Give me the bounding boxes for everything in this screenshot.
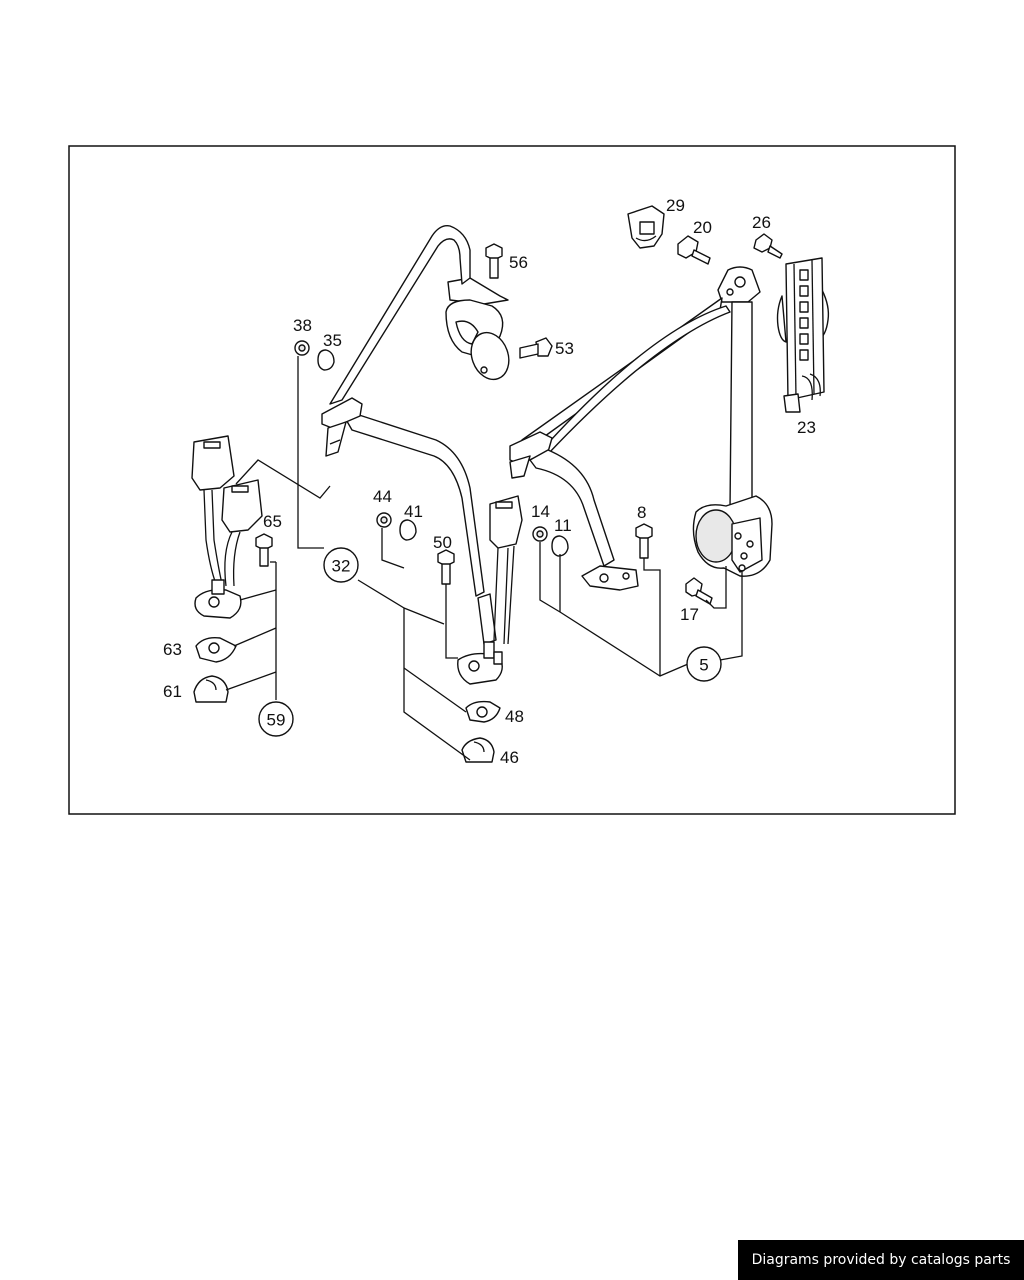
part-label: 14 [531, 502, 550, 521]
part-label: 50 [433, 533, 452, 552]
part-label: 44 [373, 487, 392, 506]
part-label: 23 [797, 418, 816, 437]
part-label: 46 [500, 748, 519, 767]
group-callout-5: 5 [686, 646, 722, 682]
part-label: 61 [163, 682, 182, 701]
group-callout-32: 32 [323, 547, 359, 583]
part-label: 41 [404, 502, 423, 521]
part-label: 53 [555, 339, 574, 358]
part-label: 11 [554, 516, 572, 535]
part-label: 20 [693, 218, 712, 237]
part-label: 35 [323, 331, 342, 350]
part-label: 17 [680, 605, 699, 624]
group-callout-59: 59 [258, 701, 294, 737]
group-label: 59 [267, 711, 286, 730]
group-label: 32 [332, 557, 351, 576]
part-label: 48 [505, 707, 524, 726]
part-label: 65 [263, 512, 282, 531]
diagram-frame [68, 145, 956, 815]
group-label: 5 [699, 656, 708, 675]
right-belt-assembly [509, 266, 773, 591]
attribution-footer: Diagrams provided by catalogs parts [738, 1240, 1024, 1280]
leader-lines [225, 356, 743, 761]
part-label: 38 [293, 316, 312, 335]
part-labels: 29 20 26 56 53 38 35 23 65 44 41 14 11 8… [163, 196, 816, 767]
part-label: 63 [163, 640, 182, 659]
hardware-parts [255, 205, 783, 605]
left-belt-assembly [321, 225, 523, 763]
part-label: 56 [509, 253, 528, 272]
part-label: 26 [752, 213, 771, 232]
left-buckle-assembly [191, 435, 263, 703]
part-label: 8 [637, 503, 646, 522]
height-adjuster-rail [776, 257, 830, 413]
part-label: 29 [666, 196, 685, 215]
